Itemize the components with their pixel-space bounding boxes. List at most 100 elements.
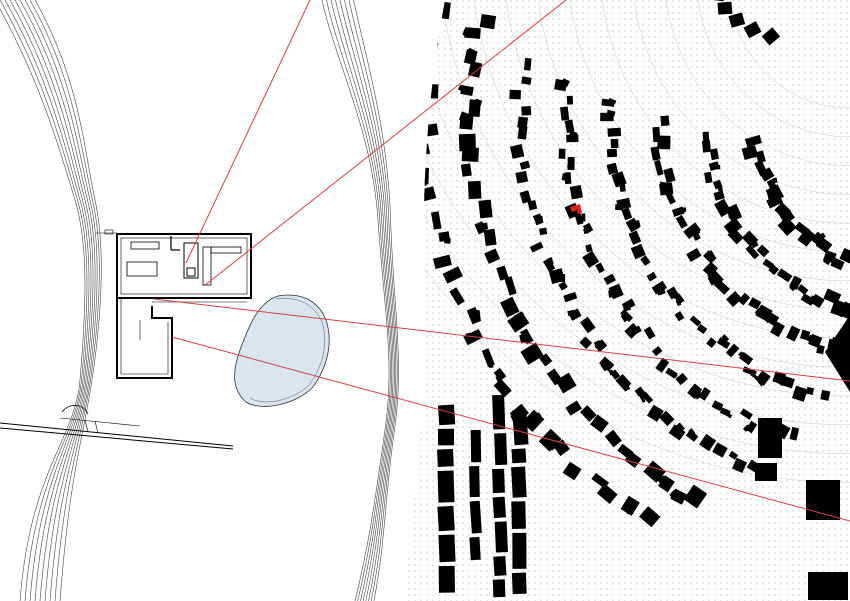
building	[415, 99, 423, 110]
contour-line	[339, 0, 395, 601]
building	[606, 148, 618, 158]
building	[458, 133, 476, 152]
building	[747, 150, 757, 158]
building	[567, 97, 573, 104]
building	[776, 268, 793, 283]
building	[483, 228, 497, 247]
contour-line	[9, 0, 92, 601]
building	[583, 222, 594, 234]
building	[492, 496, 507, 519]
building	[610, 138, 619, 149]
building	[596, 483, 618, 504]
building	[728, 450, 739, 460]
building	[717, 1, 733, 15]
building	[462, 28, 474, 39]
building	[639, 395, 646, 403]
building	[745, 244, 760, 260]
building	[469, 500, 482, 534]
building	[511, 572, 527, 595]
building	[825, 315, 850, 392]
building	[582, 250, 600, 268]
building	[723, 217, 743, 236]
building	[632, 325, 642, 335]
building	[707, 275, 717, 286]
building	[708, 339, 716, 346]
building	[669, 489, 680, 501]
building	[521, 76, 532, 85]
building	[504, 276, 517, 296]
building	[561, 173, 567, 181]
building	[742, 424, 751, 432]
building	[496, 265, 509, 281]
contour-line	[326, 0, 391, 601]
building	[529, 241, 544, 253]
building	[460, 163, 472, 177]
building	[469, 536, 481, 561]
building	[693, 390, 703, 400]
building	[484, 248, 501, 264]
building	[739, 408, 753, 420]
building	[702, 261, 719, 277]
building	[716, 337, 731, 349]
building	[565, 400, 582, 416]
building	[600, 362, 610, 372]
building	[797, 284, 809, 295]
building	[547, 437, 561, 451]
building	[537, 215, 544, 223]
highlight-building	[570, 204, 582, 214]
contour-line	[24, 0, 98, 601]
contour-line	[344, 0, 397, 601]
building	[702, 131, 710, 143]
building	[758, 418, 782, 458]
building	[745, 420, 758, 434]
contour-line	[4, 0, 90, 601]
building	[591, 472, 610, 489]
building	[668, 424, 686, 441]
building	[748, 297, 762, 310]
building	[709, 148, 720, 161]
building	[657, 475, 675, 493]
building	[683, 222, 701, 240]
building	[646, 271, 657, 282]
contour-line	[14, 0, 94, 601]
building	[688, 428, 696, 436]
sightlines	[153, 0, 850, 522]
building	[767, 191, 777, 202]
building	[754, 159, 768, 177]
contour-line	[330, 0, 393, 601]
building	[472, 98, 483, 111]
village-contour	[601, 0, 850, 224]
building	[513, 312, 527, 324]
building	[558, 281, 568, 291]
building	[711, 400, 724, 412]
building	[567, 159, 574, 169]
building	[716, 193, 723, 199]
building	[482, 222, 489, 230]
building	[761, 27, 781, 46]
building	[527, 200, 538, 211]
building	[579, 405, 597, 422]
building	[651, 280, 668, 295]
building	[834, 305, 846, 318]
building	[764, 261, 772, 268]
building	[654, 160, 664, 176]
building	[704, 171, 713, 184]
building	[675, 299, 682, 307]
building	[744, 134, 762, 148]
building	[663, 167, 676, 183]
building	[511, 466, 527, 498]
building	[466, 306, 482, 325]
building	[776, 377, 786, 387]
building	[569, 131, 578, 138]
building	[781, 217, 790, 226]
contour-line	[353, 0, 399, 601]
building	[652, 126, 661, 143]
building	[568, 308, 582, 321]
building	[839, 247, 850, 264]
sightline-northeast	[203, 0, 567, 287]
building	[494, 521, 508, 553]
building	[789, 282, 798, 292]
building	[620, 314, 628, 323]
building	[599, 356, 615, 372]
building	[717, 186, 723, 192]
